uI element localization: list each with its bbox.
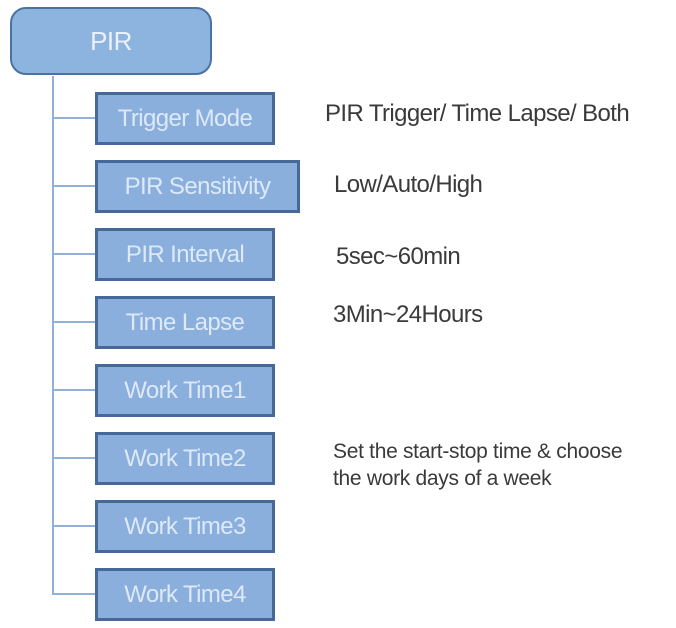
node-label: Work Time2 [124,444,246,472]
root-node-pir: PIR [10,7,212,75]
annotation-pir-sensitivity: Low/Auto/High [334,171,483,198]
node-trigger-mode: Trigger Mode [95,92,275,145]
branch-line-work-time4 [52,593,95,595]
node-pir-interval: PIR Interval [95,228,275,281]
node-time-lapse: Time Lapse [95,296,275,349]
node-work-time3: Work Time3 [95,500,275,553]
annotation-work-time: Set the start-stop time & choose the wor… [333,438,623,492]
node-label: Work Time3 [124,512,246,540]
annotation-work-time-line1: Set the start-stop time & choose [333,440,623,463]
branch-line-work-time3 [52,525,95,527]
tree-trunk-line [52,76,54,594]
root-node-label: PIR [90,25,132,56]
branch-line-pir-interval [52,253,95,255]
annotation-work-time-line2: the work days of a week [333,467,552,490]
branch-line-work-time1 [52,389,95,391]
annotation-time-lapse: 3Min~24Hours [333,301,483,328]
annotation-pir-interval: 5sec~60min [336,243,461,270]
node-work-time1: Work Time1 [95,364,275,417]
node-work-time2: Work Time2 [95,432,275,485]
node-label: Time Lapse [125,308,245,336]
node-label: Work Time1 [124,376,246,404]
node-pir-sensitivity: PIR Sensitivity [95,160,300,213]
branch-line-time-lapse [52,321,95,323]
node-label: Trigger Mode [117,104,253,132]
branch-line-work-time2 [52,457,95,459]
node-label: PIR Sensitivity [124,172,271,200]
node-work-time4: Work Time4 [95,568,275,621]
node-label: Work Time4 [124,580,246,608]
branch-line-trigger-mode [52,117,95,119]
node-label: PIR Interval [125,240,245,268]
branch-line-pir-sensitivity [52,185,95,187]
annotation-trigger-mode: PIR Trigger/ Time Lapse/ Both [325,100,630,127]
